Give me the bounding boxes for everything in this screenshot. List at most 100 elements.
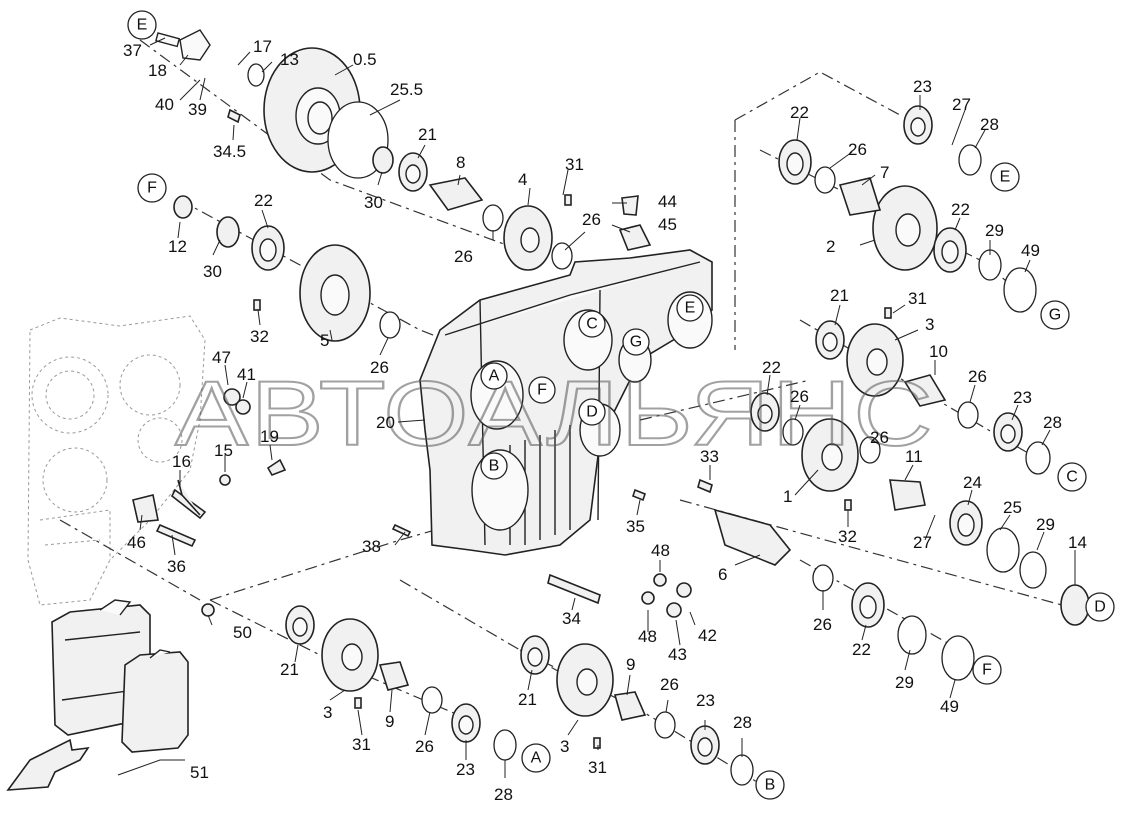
part-number: 23 xyxy=(696,691,715,710)
part-number: 30 xyxy=(203,262,222,281)
part-number: 38 xyxy=(362,537,381,556)
svg-text:E: E xyxy=(1000,169,1011,186)
part-number: 29 xyxy=(985,221,1004,240)
part-number: 49 xyxy=(940,697,959,716)
circle-label: G xyxy=(622,328,650,356)
bearings xyxy=(173,105,1023,765)
svg-text:B: B xyxy=(489,458,500,475)
svg-text:C: C xyxy=(586,316,598,333)
part-number: 8 xyxy=(456,153,465,172)
part-number: 11 xyxy=(905,447,923,466)
end-cover xyxy=(155,29,389,179)
part-number: 22 xyxy=(762,358,781,377)
part-number: 26 xyxy=(454,247,473,266)
part-number: 27 xyxy=(913,533,932,552)
part-number: 4 xyxy=(518,170,527,189)
leader-lines xyxy=(139,37,1076,778)
part-number: 27 xyxy=(952,95,971,114)
oil-canisters xyxy=(6,599,189,791)
part-number: 3 xyxy=(925,315,934,334)
part-number: 1 xyxy=(783,487,792,506)
part-number: 33 xyxy=(700,447,719,466)
part-number: 9 xyxy=(626,655,635,674)
circle-label: F xyxy=(137,173,167,203)
part-number: 16 xyxy=(172,452,191,471)
part-number: 26 xyxy=(813,615,832,634)
part-number: 35 xyxy=(626,517,645,536)
part-number: 26 xyxy=(790,387,809,406)
svg-text:C: C xyxy=(1066,469,1078,486)
circle-label: D xyxy=(1085,592,1115,622)
svg-text:F: F xyxy=(982,662,992,679)
gears xyxy=(299,185,938,717)
part-number: 48 xyxy=(638,627,657,646)
part-number: 22 xyxy=(951,200,970,219)
svg-text:B: B xyxy=(765,777,776,794)
circle-label: C xyxy=(578,310,606,338)
part-number: 26 xyxy=(870,428,889,447)
part-number: 51 xyxy=(190,763,209,782)
svg-text:G: G xyxy=(1049,307,1061,324)
part-number: 10 xyxy=(929,342,948,361)
part-number: 19 xyxy=(260,427,279,446)
part-number: 5 xyxy=(320,331,329,350)
circle-label: F xyxy=(528,376,556,404)
part-number: 22 xyxy=(254,191,273,210)
part-number: 31 xyxy=(908,289,927,308)
part-number: 22 xyxy=(852,640,871,659)
part-number: 24 xyxy=(963,473,982,492)
part-number: 26 xyxy=(415,737,434,756)
part-number: 12 xyxy=(168,237,187,256)
part-number: 21 xyxy=(518,690,537,709)
part-number: 25 xyxy=(1003,498,1022,517)
part-number: 49 xyxy=(1021,241,1040,260)
part-number: 15 xyxy=(214,441,233,460)
part-number: 29 xyxy=(895,673,914,692)
circle-label: D xyxy=(578,398,606,426)
snap-rings xyxy=(247,63,1090,786)
part-number: 25.5 xyxy=(390,80,423,99)
part-number: 42 xyxy=(698,626,717,645)
part-number: 36 xyxy=(167,557,186,576)
part-number: 21 xyxy=(280,660,299,679)
part-number: 40 xyxy=(155,95,174,114)
circle-label: C xyxy=(1057,462,1087,492)
part-number: 3 xyxy=(560,737,569,756)
part-number: 0.5 xyxy=(353,50,377,69)
svg-text:F: F xyxy=(537,382,547,399)
part-number: 26 xyxy=(848,140,867,159)
part-number: 14 xyxy=(1068,533,1087,552)
part-number: 39 xyxy=(188,100,207,119)
part-number: 28 xyxy=(494,785,513,804)
part-number: 28 xyxy=(980,115,999,134)
part-number: 26 xyxy=(370,358,389,377)
svg-text:E: E xyxy=(685,300,696,317)
part-number: 29 xyxy=(1036,515,1055,534)
part-number: 46 xyxy=(127,533,146,552)
part-number: 22 xyxy=(790,103,809,122)
part-number: 23 xyxy=(913,77,932,96)
circle-label: E xyxy=(127,10,157,40)
part-number: 48 xyxy=(651,541,670,560)
part-number: 44 xyxy=(658,192,677,211)
svg-text:A: A xyxy=(531,750,542,767)
circle-label: B xyxy=(480,452,508,480)
circle-label: E xyxy=(990,162,1020,192)
part-number: 31 xyxy=(352,735,371,754)
part-number: 3 xyxy=(323,703,332,722)
part-number: 26 xyxy=(968,367,987,386)
part-number: 37 xyxy=(123,41,142,60)
part-number-labels: 37 18 17 13 0.5 40 39 25.5 34.5 21 30 8 … xyxy=(123,37,1087,804)
svg-text:G: G xyxy=(630,334,642,351)
part-number: 26 xyxy=(582,210,601,229)
part-number: 32 xyxy=(250,327,269,346)
circle-label: E xyxy=(676,294,704,322)
part-number: 18 xyxy=(148,61,167,80)
svg-text:E: E xyxy=(137,17,148,34)
part-number: 30 xyxy=(364,193,383,212)
part-number: 43 xyxy=(668,645,687,664)
part-number: 26 xyxy=(660,675,679,694)
shafts-and-hubs xyxy=(132,108,947,749)
part-number: 7 xyxy=(880,163,889,182)
